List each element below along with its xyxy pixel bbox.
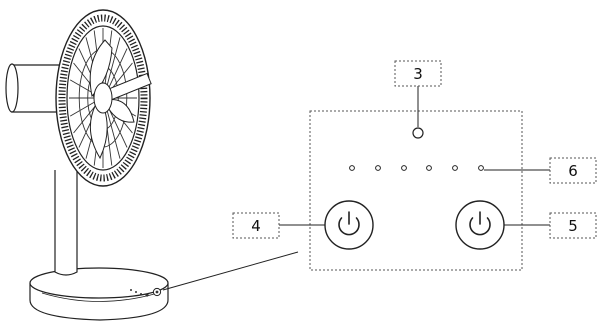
base-control-dots	[130, 287, 162, 297]
callout-4: 4	[232, 212, 280, 239]
callout-6: 6	[549, 157, 597, 184]
speed-led-row	[349, 165, 484, 171]
callout-5: 5	[549, 212, 597, 239]
led-dot-icon	[375, 165, 381, 171]
guard-spoke	[69, 101, 96, 117]
guard-spoke	[108, 107, 128, 148]
guard-spoke	[108, 48, 128, 89]
guard-spoke	[106, 37, 121, 86]
callout-label-6: 6	[568, 162, 578, 180]
callout-3: 3	[394, 60, 442, 87]
led-dot-icon	[478, 165, 484, 171]
callout-label-3: 3	[413, 65, 423, 83]
power-button-icon	[338, 211, 360, 236]
guard-spoke	[73, 104, 97, 134]
power-button-right[interactable]	[455, 200, 505, 250]
led-dot-icon	[426, 165, 432, 171]
guard-spoke	[106, 110, 121, 159]
base-leader-line	[162, 251, 299, 291]
control-panel-box	[309, 110, 523, 271]
callout-label-4: 4	[251, 217, 261, 235]
led-dot-icon	[349, 165, 355, 171]
guard-spoke	[109, 62, 133, 92]
power-button-icon	[469, 211, 491, 236]
fan-cage	[55, 9, 152, 187]
led-dot-icon	[401, 165, 407, 171]
callout-label-5: 5	[568, 217, 578, 235]
indicator-light-icon	[412, 127, 424, 139]
power-button-left[interactable]	[324, 200, 374, 250]
fan-stem	[54, 170, 78, 276]
led-dot-icon	[452, 165, 458, 171]
